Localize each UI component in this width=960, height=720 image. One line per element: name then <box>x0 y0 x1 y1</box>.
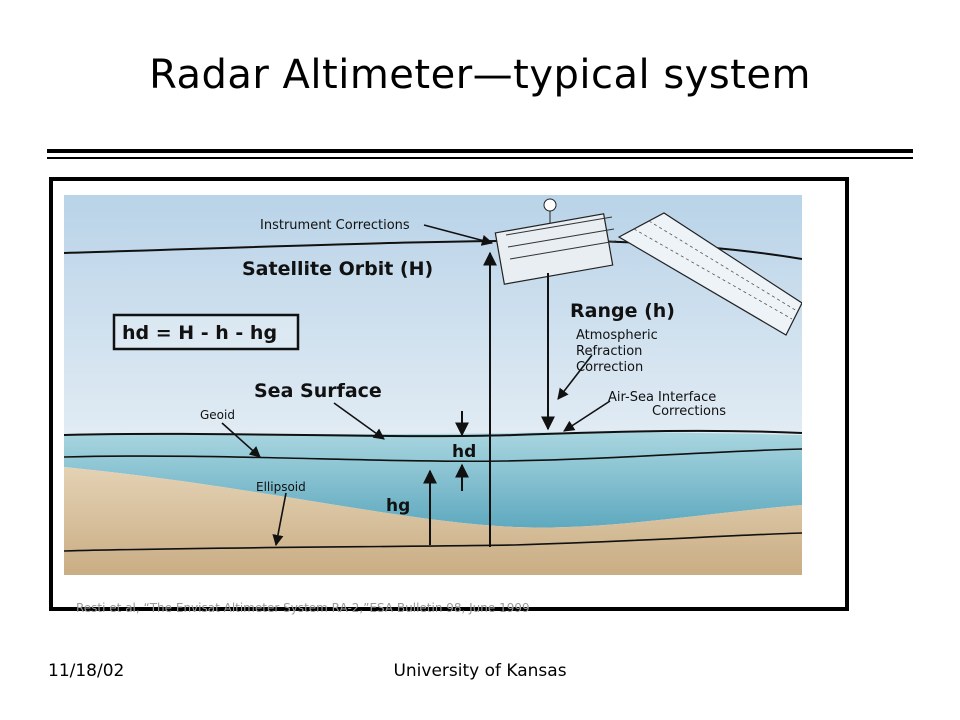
formula-box <box>112 313 300 351</box>
sea-surface-arrow <box>333 402 385 440</box>
label-geoid: Geoid <box>200 408 235 422</box>
sea-surface-line <box>64 429 802 438</box>
air-sea-arrow <box>563 400 611 432</box>
label-sea-surface: Sea Surface <box>254 380 382 402</box>
title-rule-thin <box>47 157 913 159</box>
label-hg: hg <box>386 496 410 516</box>
label-hd: hd <box>452 442 476 462</box>
geoid-line <box>64 448 802 463</box>
title-rule-thick <box>47 149 913 153</box>
footer-date: 11/18/02 <box>48 661 125 681</box>
satellite-icon <box>494 198 802 336</box>
figure-caption: Resti et al, “The Envisat Altimeter Syst… <box>76 601 530 615</box>
instrument-arrow <box>423 224 494 246</box>
ellipsoid-arrow <box>272 492 287 547</box>
geoid-arrow <box>221 422 261 458</box>
label-atmospheric-1: Atmospheric <box>576 328 658 343</box>
label-satellite-orbit: Satellite Orbit (H) <box>242 258 433 280</box>
label-range: Range (h) <box>570 300 675 322</box>
label-air-sea-1: Air-Sea Interface <box>608 390 716 405</box>
label-formula: hd = H - h - hg <box>122 322 277 344</box>
label-instrument-corrections: Instrument Corrections <box>260 218 410 233</box>
label-air-sea-2: Corrections <box>652 404 726 419</box>
ellipsoid-line <box>64 532 802 552</box>
label-atmospheric-3: Correction <box>576 360 643 375</box>
footer-organization: University of Kansas <box>393 661 567 681</box>
altimeter-diagram: Instrument Corrections Satellite Orbit (… <box>64 195 802 575</box>
label-ellipsoid: Ellipsoid <box>256 480 306 494</box>
slide-title: Radar Altimeter—typical system <box>149 52 811 98</box>
atmospheric-arrow <box>557 354 593 400</box>
label-atmospheric-2: Refraction <box>576 344 642 359</box>
